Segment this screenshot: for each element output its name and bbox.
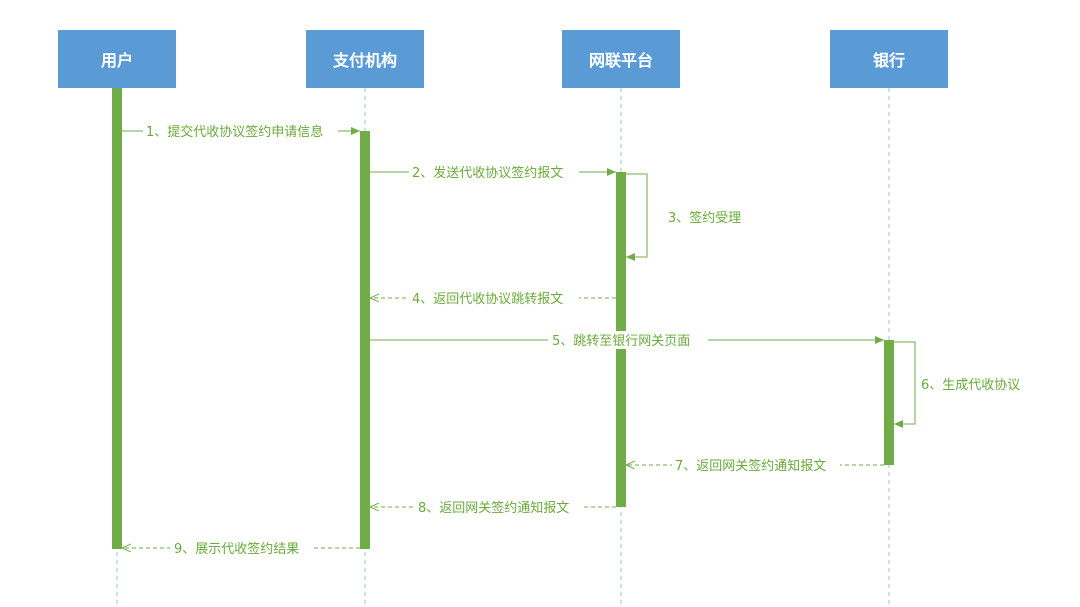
message-3-arrow: [626, 173, 648, 261]
message-5-label-bg: [548, 331, 708, 349]
actor-unionpay-platform: 网联平台: [562, 30, 680, 88]
message-2-label-bg: [409, 163, 579, 181]
actor-user-label: 用户: [100, 51, 133, 70]
message-1-label-bg: [143, 122, 338, 140]
actor-payment-institution: 支付机构: [306, 30, 424, 88]
message-9-label: 9、展示代收签约结果: [174, 541, 299, 557]
message-2-label: 2、发送代收协议签约报文: [412, 165, 563, 181]
message-4-label: 4、返回代收协议跳转报文: [412, 292, 563, 307]
activation-bank: [884, 340, 894, 465]
actor-payment-institution-label: 支付机构: [332, 51, 397, 70]
actor-bank: 银行: [830, 30, 948, 88]
activation-payment-institution: [360, 131, 370, 549]
message-7-label-bg: [672, 456, 840, 474]
message-4-label-bg: [409, 289, 579, 307]
message-6-arrow: [894, 341, 916, 428]
actor-unionpay-platform-label: 网联平台: [588, 51, 653, 70]
actor-bank-label: 银行: [872, 51, 905, 70]
message-6-label: 6、生成代收协议: [921, 378, 1020, 393]
activation-user: [112, 88, 122, 549]
actor-user: 用户: [58, 30, 176, 88]
message-5-label: 5、跳转至银行网关页面: [552, 334, 690, 349]
message-8-label: 8、返回网关签约通知报文: [418, 500, 569, 516]
message-9-label-bg: [170, 539, 312, 557]
message-8-label-bg: [414, 498, 584, 516]
message-1-label: 1、提交代收协议签约申请信息: [146, 124, 323, 140]
message-3-label: 3、签约受理: [668, 210, 741, 226]
message-7-label: 7、返回网关签约通知报文: [675, 458, 826, 474]
